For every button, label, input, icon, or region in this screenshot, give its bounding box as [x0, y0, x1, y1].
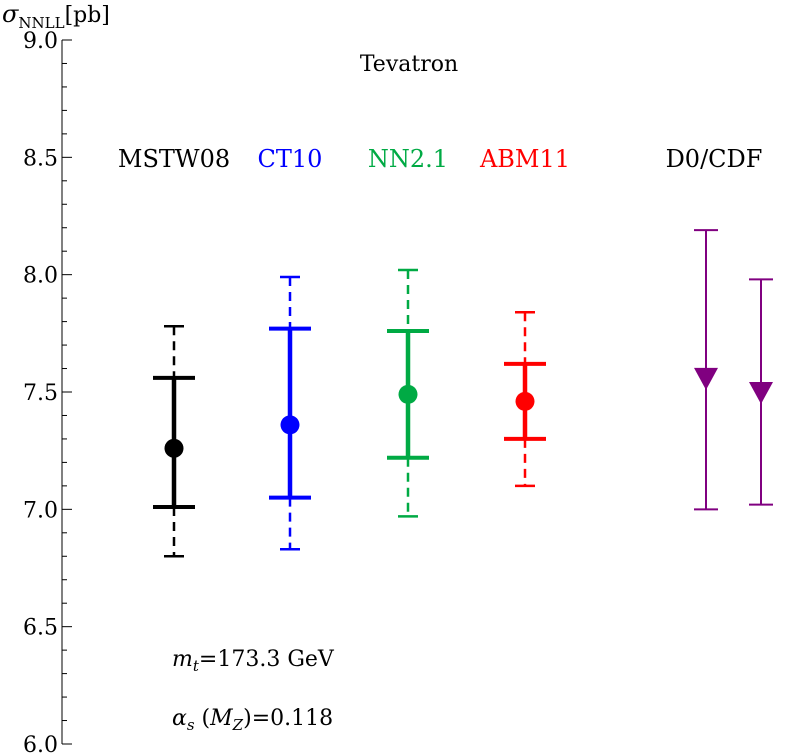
- y-tick-label: 9.0: [23, 29, 58, 54]
- y-axis-label-subscript: NNLL: [18, 14, 64, 32]
- top-mass-subscript: t: [193, 657, 200, 675]
- top-mass-value: =173.3 GeV: [199, 647, 335, 672]
- y-tick-label: 8.5: [23, 146, 58, 171]
- measurement-triangle-marker: [694, 367, 718, 390]
- y-tick-label: 8.0: [23, 264, 58, 289]
- series-label-mstw08: MSTW08: [118, 145, 230, 173]
- alpha-s-arg-symbol: M: [209, 706, 233, 731]
- y-tick-label: 7.0: [23, 498, 58, 523]
- y-tick-label: 7.5: [23, 381, 58, 406]
- central-value-point: [280, 415, 300, 435]
- alpha-s-annotation: αs (MZ)=0.118: [172, 706, 333, 734]
- chart-title: Tevatron: [360, 52, 458, 77]
- y-axis-label: σNNLL[pb]: [2, 0, 110, 32]
- alpha-s-subscript: s: [187, 716, 195, 734]
- y-axis-label-unit: [pb]: [65, 3, 110, 28]
- y-tick-label: 6.0: [23, 733, 58, 756]
- alpha-s-value: )=0.118: [243, 706, 333, 731]
- central-value-point: [398, 384, 418, 404]
- y-axis: 6.0 6.5 7.0 7.5 8.0 8.5 9.0: [23, 29, 72, 756]
- central-value-point: [515, 391, 535, 411]
- measurement-triangle-marker: [749, 382, 773, 404]
- alpha-s-arg-subscript: Z: [232, 716, 244, 734]
- measurement-label: D0/CDF: [666, 145, 763, 173]
- top-mass-symbol: m: [172, 647, 193, 672]
- series-label-ct10: CT10: [258, 145, 323, 173]
- alpha-s-arg-open: (: [195, 706, 211, 731]
- central-value-point: [164, 438, 184, 458]
- y-axis-label-symbol: σ: [2, 0, 19, 28]
- top-mass-annotation: mt=173.3 GeV: [172, 647, 335, 675]
- y-tick-label: 6.5: [23, 616, 58, 641]
- y-ticks: 6.0 6.5 7.0 7.5 8.0 8.5 9.0: [23, 29, 72, 756]
- series-label-abm11: ABM11: [479, 145, 570, 173]
- alpha-s-symbol: α: [172, 706, 187, 731]
- series-label-nn21: NN2.1: [368, 145, 448, 173]
- series-labels: MSTW08 CT10 NN2.1 ABM11 D0/CDF: [118, 145, 763, 173]
- data-marks: [153, 229, 773, 558]
